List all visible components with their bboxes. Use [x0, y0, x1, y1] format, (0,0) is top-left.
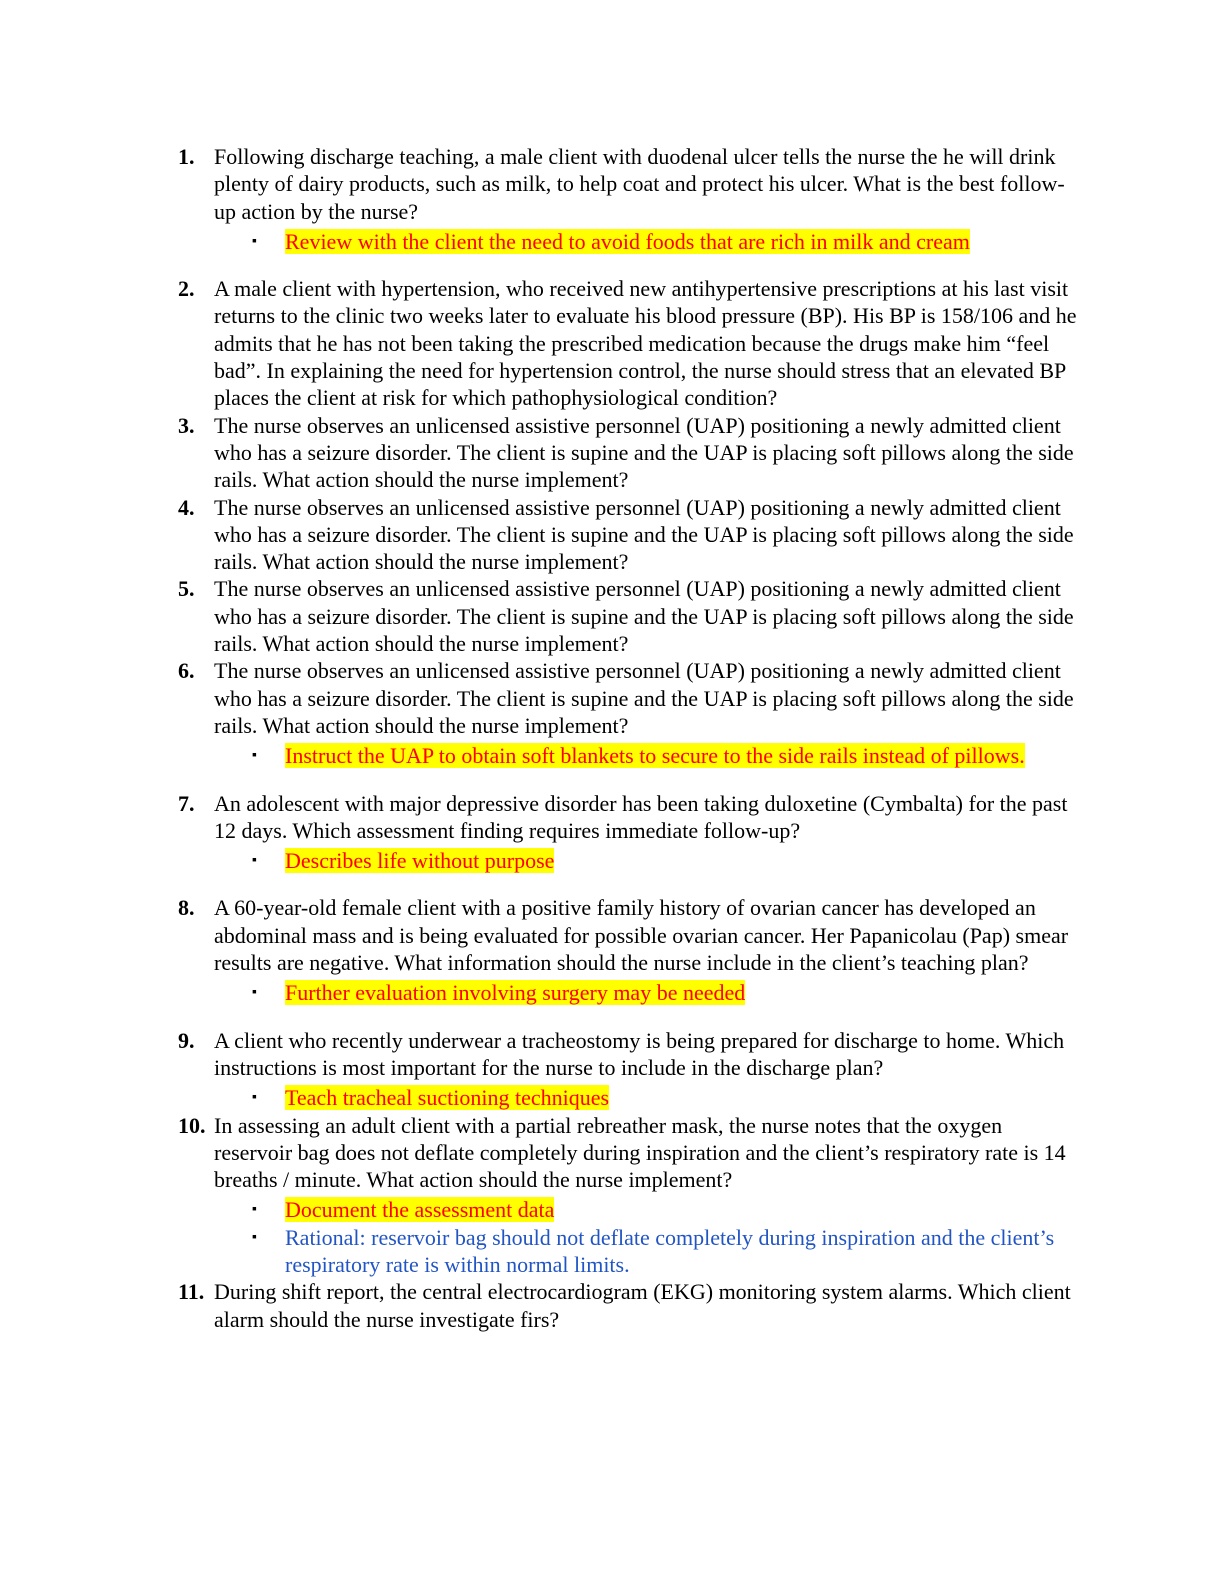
answer-list: ▪ Teach tracheal suctioning techniques — [214, 1084, 1078, 1111]
question-text: The nurse observes an unlicensed assisti… — [214, 576, 1074, 657]
bullet-icon: ▪ — [252, 1229, 257, 1245]
question-item: 10. In assessing an adult client with a … — [178, 1112, 1078, 1279]
question-number: 7. — [178, 790, 195, 816]
question-number: 10. — [178, 1112, 206, 1138]
question-number: 1. — [178, 144, 195, 169]
answer-text: Document the assessment data — [285, 1197, 555, 1223]
question-number: 8. — [178, 895, 195, 921]
bullet-icon: ▪ — [252, 233, 257, 249]
answer-item: ▪ Instruct the UAP to obtain soft blanke… — [214, 742, 1078, 769]
answer-list: ▪ Review with the client the need to avo… — [214, 228, 1078, 255]
question-number: 4. — [178, 494, 195, 520]
answer-item: ▪ Describes life without purpose — [214, 847, 1078, 874]
answer-item: ▪ Review with the client the need to avo… — [214, 228, 1078, 255]
answer-text: Further evaluation involving surgery may… — [285, 980, 746, 1006]
question-text: The nurse observes an unlicensed assisti… — [214, 494, 1074, 575]
question-text: During shift report, the central electro… — [214, 1279, 1071, 1332]
question-item: 6. The nurse observes an unlicensed assi… — [178, 657, 1078, 769]
question-item: 8. A 60-year-old female client with a po… — [178, 894, 1078, 1006]
question-item: 4. The nurse observes an unlicensed assi… — [178, 494, 1078, 576]
bullet-icon: ▪ — [252, 853, 257, 869]
question-text: The nurse observes an unlicensed assisti… — [214, 658, 1074, 738]
answer-item: ▪ Further evaluation involving surgery m… — [214, 979, 1078, 1006]
question-item: 2. A male client with hypertension, who … — [178, 275, 1078, 411]
answer-text: Instruct the UAP to obtain soft blankets… — [285, 743, 1025, 769]
bullet-icon: ▪ — [252, 1202, 257, 1218]
question-item: 1. Following discharge teaching, a male … — [178, 143, 1078, 255]
answer-item: ▪ Teach tracheal suctioning techniques — [214, 1084, 1078, 1111]
question-text: A client who recently underwear a trache… — [214, 1027, 1065, 1080]
answer-text: Describes life without purpose — [285, 848, 555, 874]
question-item: 7. An adolescent with major depressive d… — [178, 790, 1078, 875]
rationale-text: Rational: reservoir bag should not defla… — [285, 1224, 1055, 1277]
answer-text: Teach tracheal suctioning techniques — [285, 1085, 610, 1111]
question-number: 2. — [178, 276, 195, 302]
question-text: In assessing an adult client with a part… — [214, 1112, 1066, 1193]
bullet-icon: ▪ — [252, 748, 257, 764]
answer-list: ▪ Further evaluation involving surgery m… — [214, 979, 1078, 1006]
question-number: 5. — [178, 576, 195, 602]
answer-list: ▪ Instruct the UAP to obtain soft blanke… — [214, 742, 1078, 769]
question-text: The nurse observes an unlicensed assisti… — [214, 412, 1074, 493]
answer-text: Review with the client the need to avoid… — [285, 228, 970, 254]
answer-list: ▪ Describes life without purpose — [214, 847, 1078, 874]
rationale-item: ▪ Rational: reservoir bag should not def… — [214, 1224, 1078, 1279]
question-number: 9. — [178, 1027, 195, 1053]
question-item: 5. The nurse observes an unlicensed assi… — [178, 575, 1078, 657]
question-text: A male client with hypertension, who rec… — [214, 276, 1077, 411]
question-item: 3. The nurse observes an unlicensed assi… — [178, 412, 1078, 494]
answer-item: ▪ Document the assessment data — [214, 1196, 1078, 1223]
question-list: 1. Following discharge teaching, a male … — [178, 143, 1078, 1333]
answer-list: ▪ Document the assessment data ▪ Rationa… — [214, 1196, 1078, 1278]
question-text: A 60-year-old female client with a posit… — [214, 895, 1069, 976]
question-item: 11. During shift report, the central ele… — [178, 1278, 1078, 1333]
question-number: 3. — [178, 412, 195, 438]
bullet-icon: ▪ — [252, 1090, 257, 1106]
bullet-icon: ▪ — [252, 985, 257, 1001]
question-number: 11. — [178, 1279, 205, 1305]
question-text: Following discharge teaching, a male cli… — [214, 144, 1065, 224]
question-item: 9. A client who recently underwear a tra… — [178, 1027, 1078, 1112]
question-text: An adolescent with major depressive diso… — [214, 790, 1068, 843]
question-number: 6. — [178, 658, 195, 684]
